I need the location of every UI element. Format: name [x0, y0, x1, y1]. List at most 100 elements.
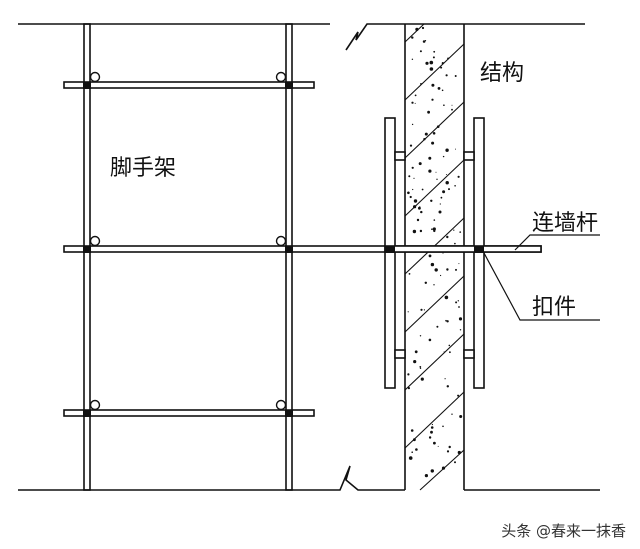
concrete-speckle: [445, 148, 449, 152]
concrete-speckle: [454, 242, 456, 245]
concrete-speckle: [407, 191, 410, 195]
concrete-speckle: [419, 366, 422, 368]
concrete-speckle: [451, 108, 453, 111]
concrete-speckle: [425, 61, 429, 65]
wall-clamp-plates: [384, 117, 485, 389]
concrete-speckle: [424, 474, 428, 478]
concrete-speckle: [444, 378, 446, 380]
concrete-speckle: [431, 228, 433, 230]
concrete-speckle: [454, 461, 456, 464]
concrete-speckle: [412, 229, 417, 234]
concrete-speckle: [410, 429, 414, 432]
concrete-speckle: [413, 177, 415, 179]
concrete-speckle: [428, 156, 432, 160]
concrete-speckle: [457, 175, 460, 178]
concrete-speckle: [455, 268, 457, 271]
concrete-speckle: [436, 125, 440, 128]
concrete-speckle: [458, 263, 460, 265]
concrete-speckle: [414, 350, 418, 354]
concrete-speckle: [442, 425, 444, 428]
concrete-speckle: [444, 295, 449, 300]
label-wall-tie: 连墙杆: [532, 211, 599, 236]
concrete-speckle: [423, 138, 426, 141]
concrete-speckle: [433, 441, 436, 445]
concrete-speckle: [411, 101, 414, 104]
scaffold-posts: [83, 23, 293, 491]
concrete-speckle: [448, 445, 451, 449]
concrete-speckle: [453, 229, 455, 231]
concrete-speckle: [451, 104, 453, 106]
concrete-speckle: [427, 110, 430, 114]
concrete-speckle: [413, 205, 417, 209]
concrete-wall: [404, 23, 465, 491]
concrete-speckle: [454, 75, 457, 77]
concrete-speckle: [411, 58, 414, 60]
concrete-speckle: [429, 60, 434, 65]
concrete-speckle: [433, 219, 436, 221]
concrete-speckle: [455, 148, 456, 150]
coupler-circles: [89, 71, 287, 411]
leader-lines: [483, 234, 600, 321]
concrete-speckle: [422, 40, 426, 43]
boundary-lines: [18, 23, 600, 491]
concrete-speckle: [418, 162, 422, 166]
concrete-speckle: [451, 413, 453, 415]
concrete-speckle: [459, 231, 462, 233]
concrete-speckle: [409, 195, 412, 199]
label-structure: 结构: [480, 61, 525, 86]
concrete-speckle: [420, 83, 422, 85]
concrete-speckle: [414, 94, 417, 97]
concrete-speckle: [429, 67, 434, 71]
concrete-speckle: [441, 89, 444, 92]
concrete-speckle: [436, 178, 438, 180]
concrete-speckle: [439, 203, 441, 205]
concrete-speckle: [428, 338, 432, 342]
concrete-speckle: [423, 309, 425, 311]
concrete-speckle: [448, 188, 450, 191]
concrete-speckle: [433, 284, 435, 286]
concrete-speckle: [442, 190, 446, 194]
concrete-speckle: [421, 188, 424, 191]
concrete-speckle: [457, 450, 461, 455]
concrete-speckle: [420, 377, 424, 381]
concrete-speckle: [408, 456, 413, 460]
concrete-speckle: [441, 62, 444, 65]
concrete-speckle: [418, 206, 421, 210]
concrete-speckle: [454, 185, 456, 187]
concrete-speckle: [448, 344, 451, 347]
concrete-speckle: [437, 87, 441, 90]
concrete-speckle: [419, 367, 422, 369]
concrete-speckle: [415, 448, 418, 451]
concrete-speckle: [409, 144, 413, 147]
concrete-speckle: [445, 319, 447, 322]
concrete-speckle: [432, 132, 436, 135]
concrete-speckle: [411, 451, 414, 454]
concrete-speckle: [431, 141, 435, 145]
concrete-speckle: [431, 423, 433, 426]
concrete-speckle: [414, 102, 416, 104]
concrete-speckle: [415, 27, 419, 31]
fastener-marks: [83, 82, 484, 417]
label-fastener: 扣件: [532, 295, 577, 320]
concrete-speckle: [419, 206, 421, 208]
concrete-speckle: [458, 306, 460, 308]
concrete-speckle: [411, 36, 414, 39]
concrete-speckle: [445, 181, 449, 185]
concrete-speckle: [408, 175, 411, 178]
concrete-speckle: [430, 262, 435, 267]
concrete-speckle: [455, 301, 458, 304]
concrete-speckle: [430, 430, 433, 434]
concrete-speckle: [436, 325, 439, 328]
concrete-speckle: [446, 320, 449, 323]
concrete-speckle: [407, 373, 410, 376]
concrete-speckle: [433, 50, 436, 53]
concrete-speckle: [457, 394, 460, 397]
concrete-speckle: [440, 274, 442, 277]
concrete-speckle: [416, 218, 420, 222]
concrete-speckle: [408, 273, 411, 275]
concrete-speckle: [413, 199, 418, 203]
concrete-speckle: [459, 415, 463, 418]
concrete-speckle: [424, 281, 427, 284]
